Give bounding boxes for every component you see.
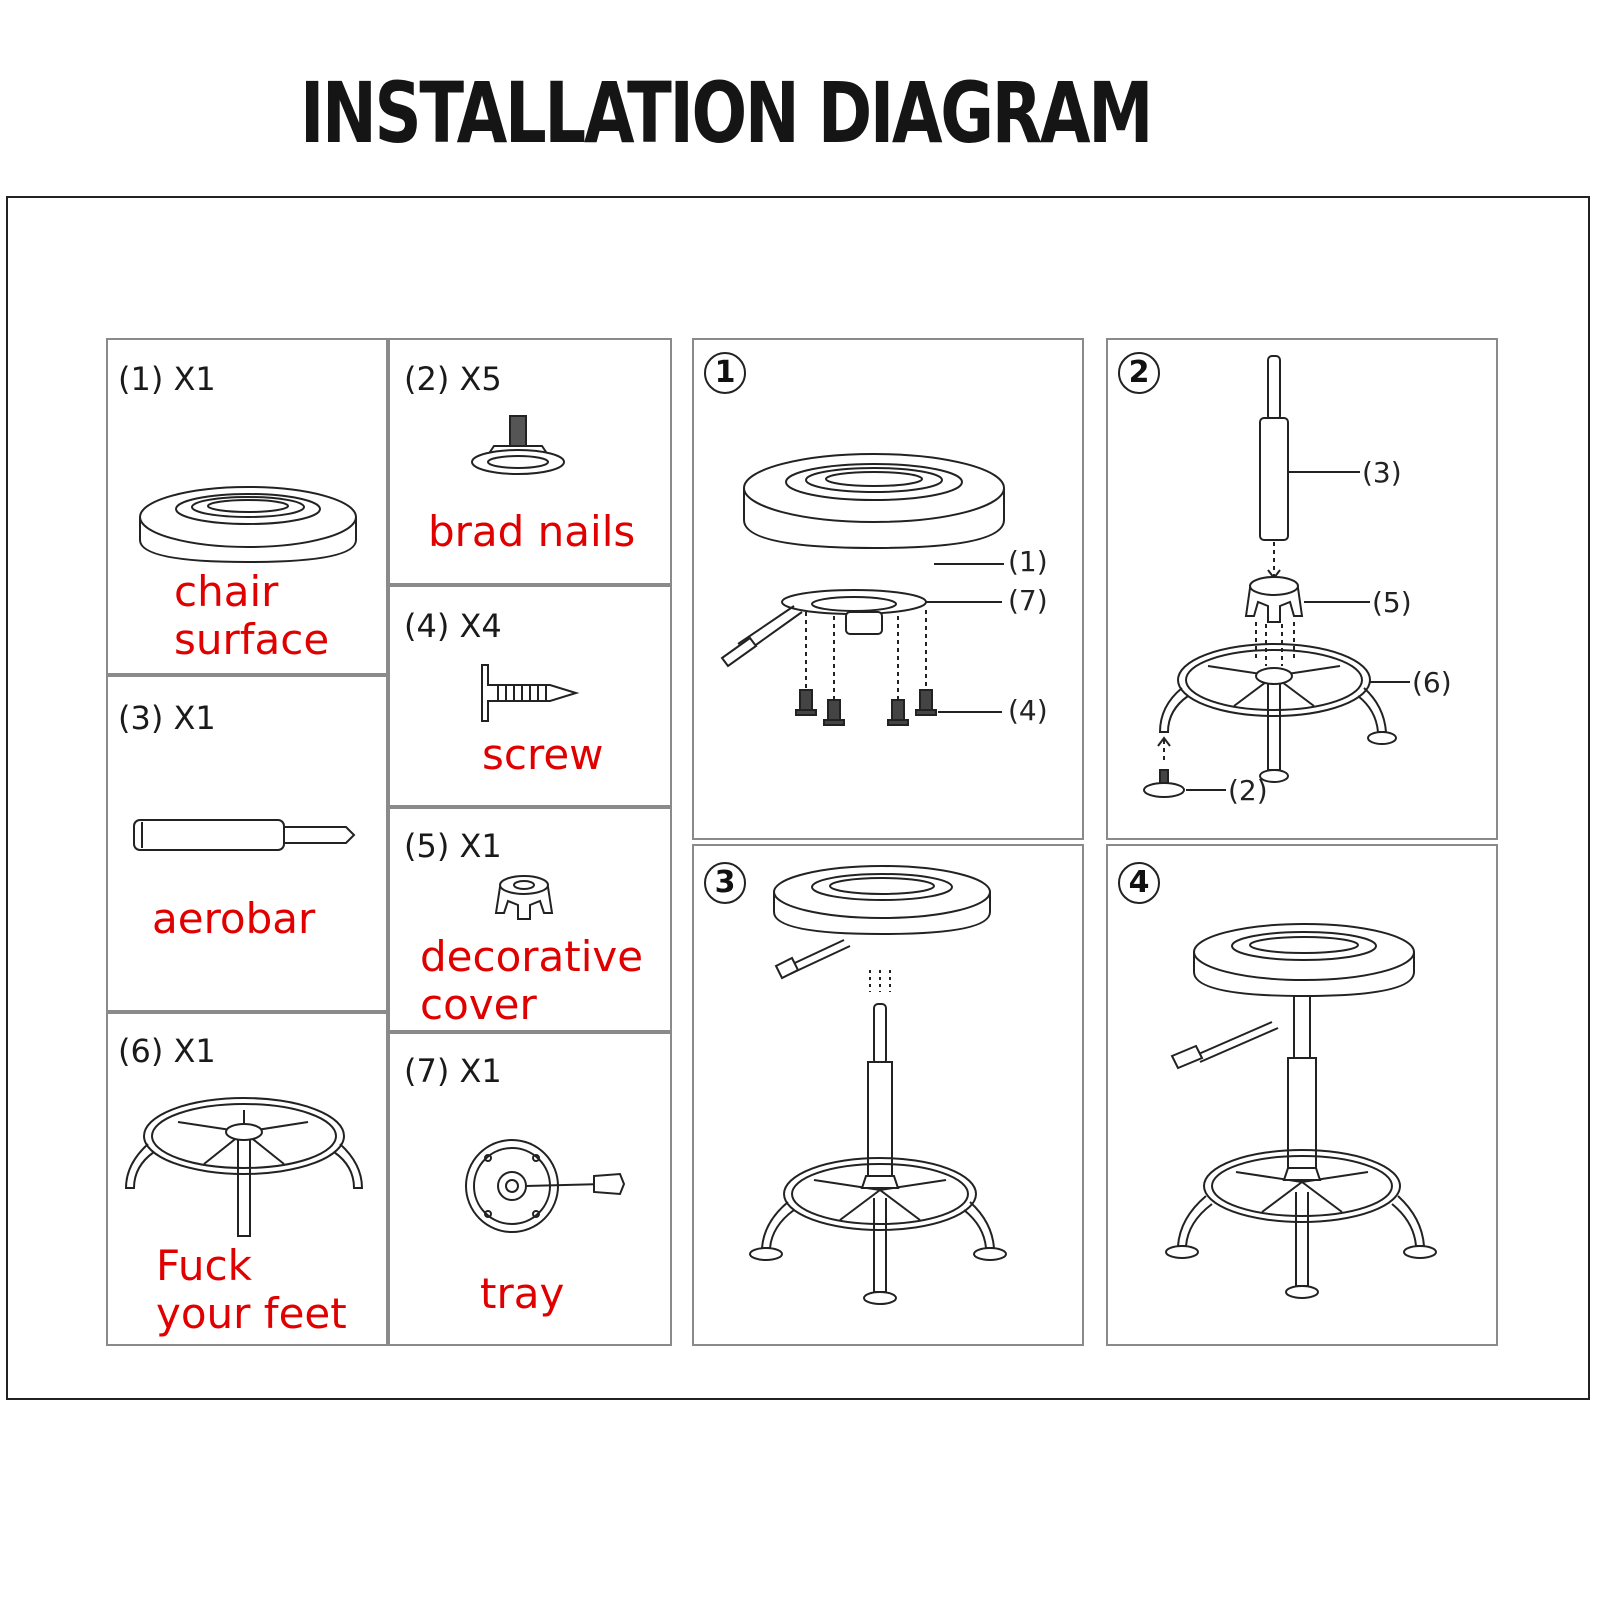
step-number-badge: 4 (1118, 862, 1160, 904)
tray-illustration (390, 1034, 674, 1348)
part-label-line: decorative (420, 932, 644, 981)
diagram-title: INSTALLATION DIAGRAM (300, 64, 1153, 162)
part-cell-tray: (7) X1 tray (388, 1032, 672, 1346)
callout-label: (1) (1008, 545, 1048, 578)
step-3-illustration (694, 846, 1086, 1348)
part-label-line: chair (174, 567, 279, 616)
part-cell-chair-surface: (1) X1 chair surface (106, 338, 388, 675)
part-qty: (7) X1 (404, 1052, 502, 1090)
part-label-line: aerobar (152, 894, 316, 943)
step-2-panel: 2 (1106, 338, 1498, 840)
step-1-panel: 1 (692, 338, 1084, 840)
part-cell-aerobar: (3) X1 aerobar (106, 675, 388, 1012)
part-qty: (1) X1 (118, 360, 216, 398)
part-cell-brad-nails: (2) X5 brad nails (388, 338, 672, 585)
step-3-panel: 3 (692, 844, 1084, 1346)
part-qty: (5) X1 (404, 827, 502, 865)
step-number-badge: 3 (704, 862, 746, 904)
callout-label: (6) (1412, 666, 1452, 699)
step-number-badge: 1 (704, 352, 746, 394)
part-label-line: surface (174, 615, 330, 664)
foot-ring-illustration (108, 1014, 390, 1348)
part-cell-decorative-cover: (5) X1 decorative cover (388, 807, 672, 1032)
brad-nail-icon (390, 340, 674, 587)
part-label-line: your feet (156, 1289, 347, 1338)
step-number-badge: 2 (1118, 352, 1160, 394)
part-label-line: Fuck (156, 1241, 252, 1290)
aerobar-illustration (108, 677, 390, 1014)
part-qty: (4) X4 (404, 607, 502, 645)
callout-label: (2) (1228, 774, 1268, 807)
callout-label: (7) (1008, 584, 1048, 617)
step-4-illustration (1108, 846, 1500, 1348)
diagram-frame (6, 196, 1590, 1400)
screw-icon (390, 587, 674, 809)
part-qty: (2) X5 (404, 360, 502, 398)
step-2-illustration (1108, 340, 1500, 842)
chair-surface-illustration (108, 340, 390, 677)
step-1-illustration (694, 340, 1086, 842)
callout-label: (3) (1362, 456, 1402, 489)
part-label-line: tray (480, 1269, 565, 1318)
callout-label: (5) (1372, 586, 1412, 619)
part-cell-screw: (4) X4 screw (388, 585, 672, 807)
callout-label: (4) (1008, 694, 1048, 727)
decorative-cover-icon (390, 809, 674, 1034)
part-label-line: brad nails (428, 507, 636, 556)
part-qty: (3) X1 (118, 699, 216, 737)
part-label-line: screw (482, 730, 604, 779)
step-4-panel: 4 (1106, 844, 1498, 1346)
part-cell-foot-ring: (6) X1 Fuck your feet (106, 1012, 388, 1346)
part-label-line: cover (420, 980, 537, 1029)
part-qty: (6) X1 (118, 1032, 216, 1070)
